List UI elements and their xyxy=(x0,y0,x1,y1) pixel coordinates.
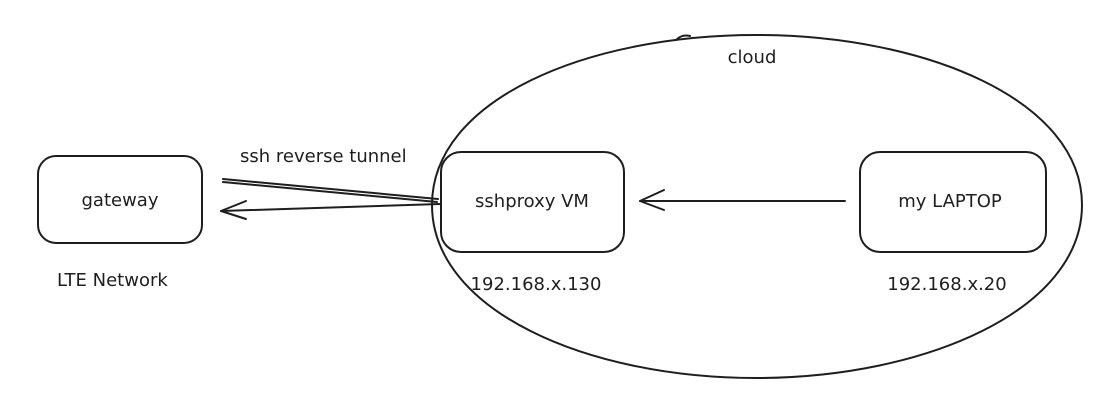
cloud-ellipse-sketch-mark xyxy=(675,34,691,41)
sshproxy-box xyxy=(440,151,625,253)
reverse-tunnel-line-1 xyxy=(222,178,439,200)
laptop-label: my LAPTOP xyxy=(898,191,1002,212)
reverse-tunnel-line-2 xyxy=(222,181,438,203)
gateway-network-caption: LTE Network xyxy=(57,270,168,291)
laptop-node: my LAPTOP xyxy=(859,151,1047,253)
sshproxy-ip-caption: 192.168.x.130 xyxy=(471,274,602,295)
cloud-group: cloud xyxy=(431,34,1083,379)
sshproxy-label: sshproxy VM xyxy=(475,191,589,212)
sshproxy-node: sshproxy VM xyxy=(440,151,625,253)
laptop-to-sshproxy-edge xyxy=(639,189,846,211)
reverse-tunnel-edge xyxy=(222,178,439,203)
laptop-ip-caption: 192.168.x.20 xyxy=(887,274,1006,295)
reverse-tunnel-label: ssh reverse tunnel xyxy=(240,146,407,167)
gateway-box xyxy=(37,155,203,244)
tunnel-return-line xyxy=(220,203,441,212)
laptop-box xyxy=(859,151,1047,253)
tunnel-return-arrowhead xyxy=(220,200,247,220)
tunnel-return-edge xyxy=(220,200,441,220)
gateway-label: gateway xyxy=(82,190,159,211)
cloud-ellipse xyxy=(431,34,1083,379)
laptop-to-sshproxy-arrowhead xyxy=(639,189,665,211)
gateway-node: gateway xyxy=(37,155,203,244)
cloud-label: cloud xyxy=(728,47,777,68)
